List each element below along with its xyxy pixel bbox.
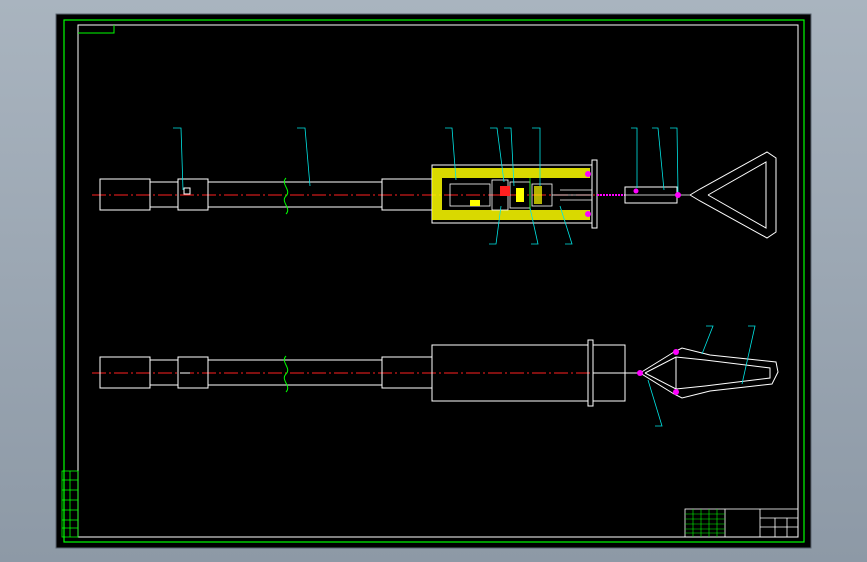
handle-rod xyxy=(99,178,433,211)
output-shaft xyxy=(597,186,690,204)
drawing-sheet xyxy=(56,14,811,548)
top-leaders xyxy=(173,127,679,245)
gripper-frame-top xyxy=(689,151,777,239)
bottom-view xyxy=(92,325,779,427)
top-view xyxy=(92,127,777,245)
revision-column xyxy=(61,470,79,538)
corner-tag xyxy=(78,25,115,34)
jaw-pivots xyxy=(637,349,679,395)
handle-rod-bottom xyxy=(99,339,640,407)
motor-housing xyxy=(431,159,598,229)
sheet-border-inner xyxy=(77,24,799,538)
title-block xyxy=(684,508,799,538)
break-line xyxy=(283,177,289,215)
viewport-frame xyxy=(55,13,812,549)
break-line-bottom xyxy=(283,355,289,393)
bottom-leaders xyxy=(647,325,756,427)
sheet-border-outer xyxy=(63,19,805,543)
title-block-grid xyxy=(685,509,725,537)
gripper-jaws xyxy=(639,347,779,399)
